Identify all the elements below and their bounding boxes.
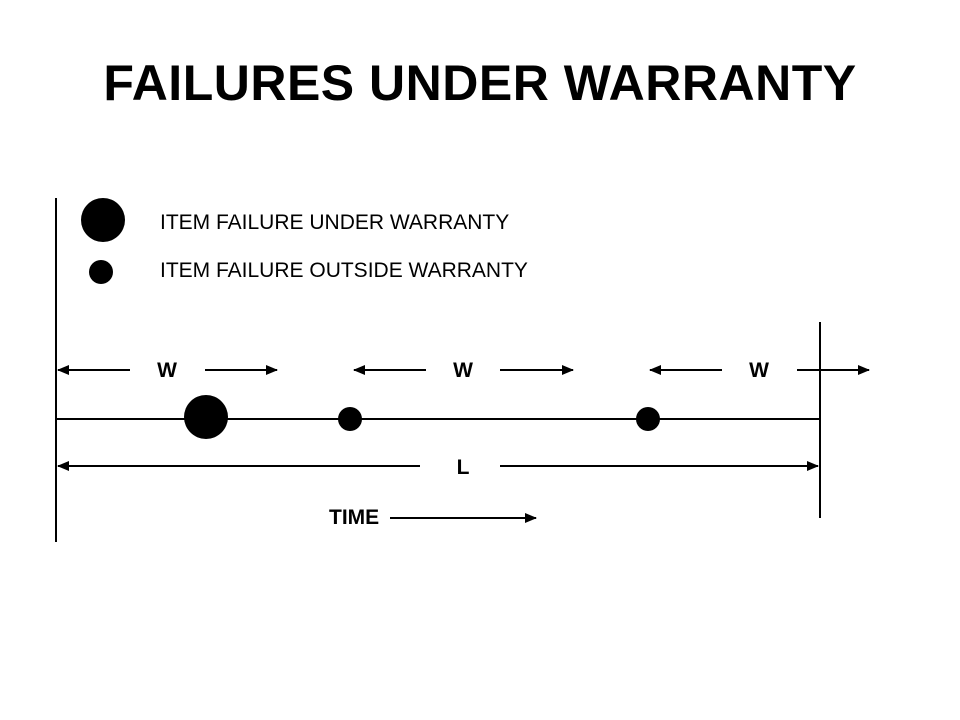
legend-under-warranty-label: ITEM FAILURE UNDER WARRANTY — [160, 211, 509, 234]
legend-outside-warranty-label: ITEM FAILURE OUTSIDE WARRANTY — [160, 259, 528, 282]
warranty-label-2: W — [453, 359, 473, 382]
length-label: L — [457, 456, 470, 479]
warranty-label-3: W — [749, 359, 769, 382]
failure-outside-warranty-dot-2-icon — [636, 407, 660, 431]
legend-small-dot-icon — [89, 260, 113, 284]
failure-under-warranty-dot-icon — [184, 395, 228, 439]
legend-large-dot-icon — [81, 198, 125, 242]
time-label: TIME — [329, 506, 379, 529]
slide-title: FAILURES UNDER WARRANTY — [103, 55, 857, 111]
warranty-label-1: W — [157, 359, 177, 382]
failure-outside-warranty-dot-1-icon — [338, 407, 362, 431]
